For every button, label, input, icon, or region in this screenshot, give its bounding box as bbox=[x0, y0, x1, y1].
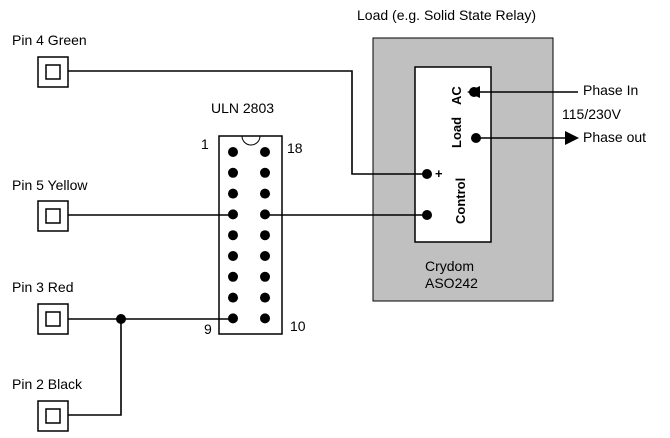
ic-pin-dot bbox=[260, 230, 270, 241]
relay-plus-terminal bbox=[422, 169, 432, 179]
ground-junction bbox=[116, 314, 126, 324]
pin-5-connector bbox=[37, 200, 69, 232]
relay-plus-label: + bbox=[435, 166, 443, 181]
relay-control-label: Control bbox=[453, 178, 468, 224]
ic-pin-dot bbox=[228, 188, 238, 199]
ic-pin-dot bbox=[260, 147, 270, 157]
wire-pin2-to-ground bbox=[68, 319, 122, 416]
ic-pin-dot bbox=[260, 313, 270, 324]
pin-3-connector bbox=[37, 303, 69, 335]
relay-maker: Crydom bbox=[425, 258, 474, 274]
ic-pin-10-label: 10 bbox=[290, 318, 306, 334]
pin-3-label: Pin 3 Red bbox=[12, 279, 73, 295]
relay-minus-terminal bbox=[422, 210, 432, 220]
relay-model: ASO242 bbox=[425, 275, 478, 291]
phase-out-arrow bbox=[565, 131, 579, 145]
pin-5-label: Pin 5 Yellow bbox=[12, 177, 88, 193]
ic-name: ULN 2803 bbox=[211, 100, 274, 116]
ic-pin-dot bbox=[260, 167, 270, 178]
ic-pin-dot bbox=[260, 251, 270, 261]
ic-pin-9-label: 9 bbox=[204, 321, 212, 337]
ic-pin-dot bbox=[228, 147, 238, 157]
ic-pin-dot bbox=[260, 292, 270, 303]
phase-in-label: Phase In bbox=[583, 82, 638, 98]
ic-pin-dot bbox=[260, 188, 270, 199]
ic-pin-18-label: 18 bbox=[287, 140, 303, 156]
pin-4-label: Pin 4 Green bbox=[12, 32, 87, 48]
ic-pin-dot bbox=[228, 251, 238, 261]
ic-pin-dot bbox=[228, 230, 238, 241]
phase-in-arrow bbox=[467, 86, 480, 98]
relay-load-label: Load bbox=[449, 117, 464, 148]
ic-pin-1-label: 1 bbox=[201, 136, 209, 152]
ic-notch bbox=[241, 135, 261, 146]
relay-ac-label: AC bbox=[449, 86, 464, 105]
ic-pin-dot bbox=[228, 271, 238, 282]
load-title: Load (e.g. Solid State Relay) bbox=[357, 7, 536, 23]
wire-pin4-to-relay-plus bbox=[68, 70, 427, 175]
phase-out-label: Phase out bbox=[583, 129, 646, 145]
voltage-label: 115/230V bbox=[562, 106, 622, 122]
pin-2-connector bbox=[37, 400, 69, 432]
ic-pin-dot bbox=[260, 271, 270, 282]
ic-pin-dot bbox=[228, 167, 238, 178]
ic-pin-dot bbox=[228, 292, 238, 303]
pin-4-connector bbox=[37, 56, 69, 88]
pin-2-label: Pin 2 Black bbox=[12, 376, 83, 392]
